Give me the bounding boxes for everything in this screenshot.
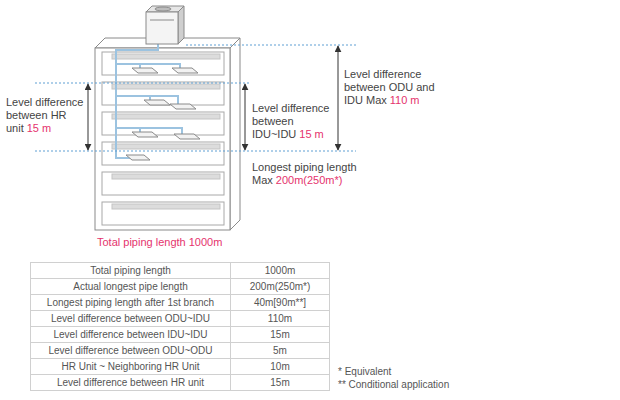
ceiling-slabs [112, 54, 220, 209]
table-cell: 5m [231, 343, 330, 359]
level-guide-lines [186, 45, 356, 46]
refrigerant-pipes [116, 64, 140, 68]
dimension-label: 15 m [299, 128, 323, 140]
level-guide-lines [35, 83, 250, 84]
outdoor-unit [178, 6, 184, 44]
footnote: * Equivalent [338, 366, 391, 378]
ceiling-slabs [112, 114, 220, 119]
table-cell: 15m [231, 375, 330, 391]
dimension-arrows [245, 84, 246, 150]
indoor-units [174, 134, 200, 139]
building-floors [102, 52, 224, 225]
table-cell: 110m [231, 311, 330, 327]
table-cell: Longest piping length after 1st branch [31, 295, 231, 311]
table-cell: Level difference between ODU~IDU [31, 311, 231, 327]
refrigerant-pipes [116, 44, 182, 158]
table-cell: Level difference between HR unit [31, 375, 231, 391]
dimension-label: 110 m [390, 94, 420, 106]
building-floors [102, 172, 224, 195]
ceiling-slabs [112, 144, 220, 149]
refrigerant-pipes [116, 96, 150, 100]
indoor-units [126, 155, 150, 160]
dimension-label: 200m(250m*) [276, 174, 343, 186]
table-cell: Level difference between IDU~IDU [31, 327, 231, 343]
outdoor-unit [155, 7, 171, 11]
building-outline [230, 38, 240, 230]
dimension-arrows [88, 84, 89, 150]
ceiling-slabs [112, 54, 220, 59]
outdoor-unit [146, 12, 178, 44]
ceiling-slabs [112, 174, 220, 179]
building-floors [102, 82, 224, 105]
table-cell: 1000m [231, 263, 330, 279]
table-cell: 10m [231, 359, 330, 375]
outdoor-unit [146, 6, 184, 44]
indoor-units [126, 68, 200, 160]
footnote: ** Conditional application [338, 379, 449, 391]
spec-table: Total piping length1000mActual longest p… [30, 262, 330, 391]
dimension-callout: Level difference between ODU and IDU Max… [344, 68, 456, 107]
table-cell: 200m(250m*) [231, 279, 330, 295]
dimension-callout: Level difference between HR unit15 m [6, 96, 86, 135]
refrigerant-pipes [140, 64, 180, 68]
dimension-label: 15 m [27, 122, 51, 134]
indoor-units [170, 104, 196, 109]
dimension-arrows [88, 46, 338, 150]
building-outline [95, 38, 240, 230]
dimension-arrows [338, 46, 339, 150]
table-cell: Actual longest pipe length [31, 279, 231, 295]
indoor-units [172, 68, 198, 73]
total-length-label: Total piping length 1000m [97, 236, 222, 249]
level-guide-lines [35, 151, 356, 152]
indoor-units [132, 132, 158, 137]
indoor-units [132, 68, 158, 73]
table-cell: 15m [231, 327, 330, 343]
table-cell: Level difference between ODU~ODU [31, 343, 231, 359]
indoor-units [144, 100, 170, 105]
table-cell: 40m[90m**] [231, 295, 330, 311]
building-floors [102, 112, 224, 135]
dimension-callout: Level difference between IDU~IDU15 m [252, 102, 344, 141]
building-floors [102, 52, 224, 75]
ceiling-slabs [112, 84, 220, 89]
outdoor-unit [150, 20, 174, 21]
building-floors [102, 202, 224, 225]
table-cell: HR Unit ~ Neighboring HR Unit [31, 359, 231, 375]
building-floors [102, 142, 224, 165]
ceiling-slabs [112, 204, 220, 209]
table-cell: Total piping length [31, 263, 231, 279]
dimension-callout: Longest piping length Max200m(250m*) [252, 161, 392, 187]
dimension-label: Level difference between ODU and IDU Max [344, 68, 435, 106]
refrigerant-pipes [116, 128, 140, 132]
